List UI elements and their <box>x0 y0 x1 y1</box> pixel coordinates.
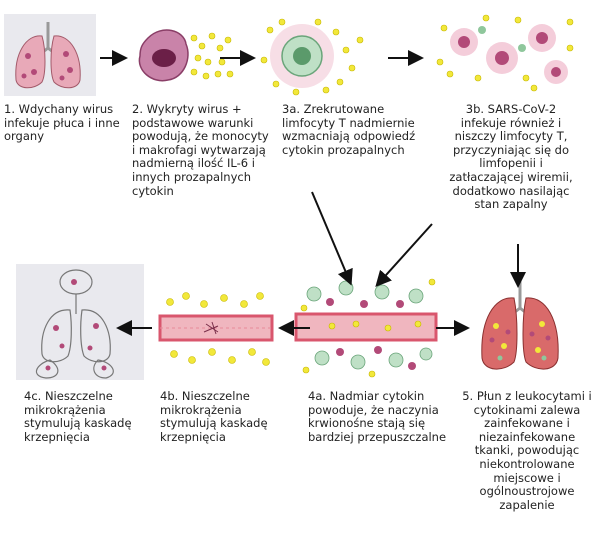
caption-step-2: 2. Wykryty wirus + podstawowe warunki po… <box>132 102 269 198</box>
cytokine-cluster <box>190 32 234 80</box>
blood-vessel-icon <box>158 314 274 342</box>
macrophage-icon <box>138 29 189 82</box>
caption-step-4a: 4a. Nadmiar cytokin powoduje, że naczyni… <box>308 389 447 444</box>
panel-2-macrophage <box>128 14 238 96</box>
caption-step-3a: 3a. Zrekrutowane limfocyty T nadmiernie … <box>282 102 416 157</box>
caption-step-4c: 4c. Nieszczelne mikrokrążenia stymulują … <box>24 389 132 444</box>
caption-step-3b: 3b. SARS-CoV-2 infekuje również i niszcz… <box>449 102 573 212</box>
organs-outline-icon <box>35 269 114 379</box>
panel-3a-t-cell <box>256 10 368 96</box>
panel-5-inflamed-lungs <box>474 274 566 378</box>
panel-4a-leaky-vessel <box>292 274 440 378</box>
caption-step-5: 5. Płun z leukocytami i cytokinami zalew… <box>462 389 592 512</box>
virus-cluster-icon <box>450 24 568 84</box>
caption-step-1: 1. Wdychany wirus infekuje płuca i inne … <box>4 102 120 144</box>
arrow-3b-to-4a <box>375 223 433 287</box>
caption-step-4b: 4b. Nieszczelne mikrokrążenia stymulują … <box>160 389 268 444</box>
panel-1-infected-lungs <box>4 14 96 96</box>
t-cell-icon <box>281 35 323 77</box>
lungs-icon <box>15 22 81 89</box>
panel-4b-blood-vessel <box>156 284 276 370</box>
panel-3b-virus-cluster <box>430 8 580 96</box>
arrow-3a-to-4a <box>311 191 353 286</box>
